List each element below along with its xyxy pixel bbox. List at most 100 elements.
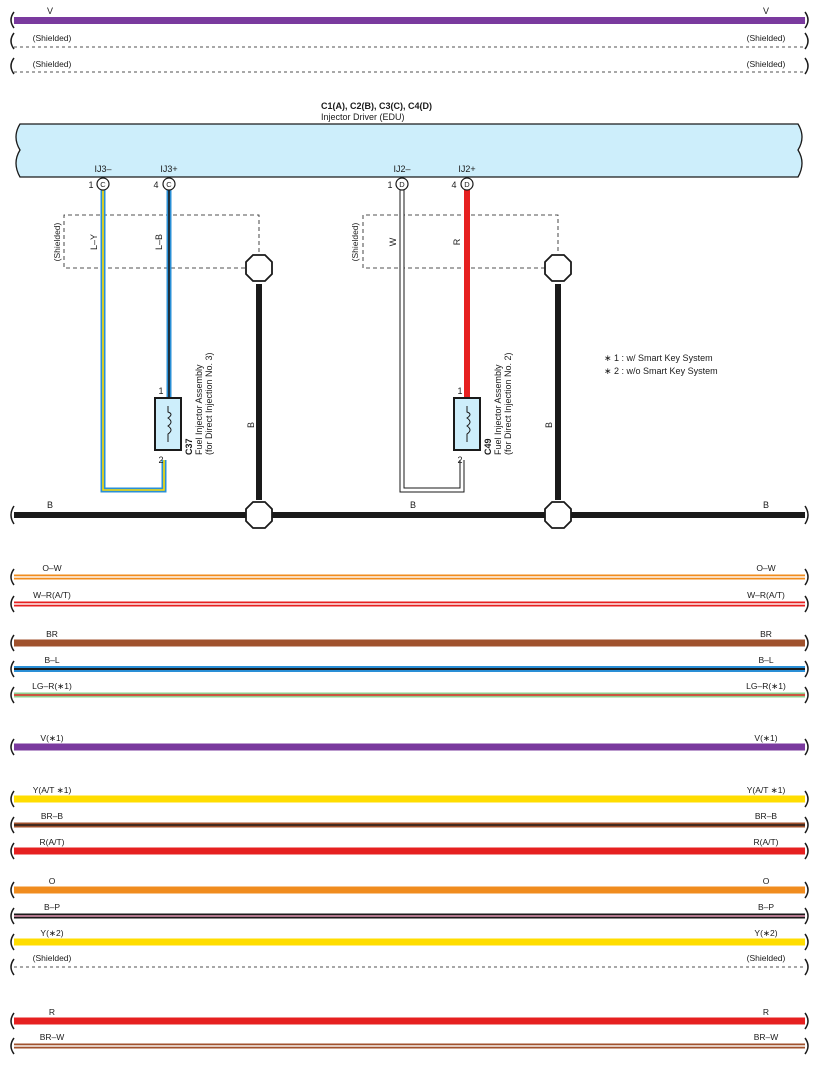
wire-stripe	[14, 576, 805, 578]
break-mark	[804, 568, 809, 586]
wire-label-right: B	[763, 500, 769, 510]
wire-label-right: B–P	[758, 902, 774, 912]
pin-connector-letter: D	[464, 180, 470, 189]
wire-stripe	[14, 603, 805, 605]
break-mark	[804, 881, 809, 899]
break-mark	[804, 933, 809, 951]
break-mark	[10, 907, 15, 925]
assembly-name: Fuel Injector Assembly	[194, 364, 204, 455]
pin-name: IJ3–	[94, 164, 111, 174]
wire-label-right: BR–W	[754, 1032, 779, 1042]
injector-circuit-no3: IJ3– IJ3+ 1 4 (Shielded) L–Y L–B C C 1 2…	[52, 164, 273, 500]
wire-label-left: B–L	[44, 655, 59, 665]
break-mark	[804, 958, 809, 976]
wire-label-right: O	[763, 876, 770, 886]
break-mark	[804, 1012, 809, 1030]
wire-label-right: (Shielded)	[747, 33, 786, 43]
pin-connector-letter: C	[166, 180, 172, 189]
ecu-pin	[460, 177, 474, 191]
ecu-pin	[162, 177, 176, 191]
break-mark	[804, 1037, 809, 1055]
connector-code: C37	[184, 438, 194, 455]
coil-icon	[167, 406, 172, 442]
pin-number: 1	[158, 386, 163, 396]
wire-label-right: (Shielded)	[747, 953, 786, 963]
break-mark	[10, 1012, 15, 1030]
shield-splice-node	[245, 254, 273, 282]
wire-label-right: Y(∗2)	[754, 928, 777, 938]
wire-line	[14, 847, 805, 855]
wire-label: B	[246, 422, 256, 428]
pin-connector-letter: C	[100, 180, 106, 189]
wire-label: L–Y	[89, 234, 99, 250]
break-mark	[804, 11, 809, 29]
break-mark	[10, 57, 15, 75]
break-mark	[10, 842, 15, 860]
wire-label: W	[388, 237, 398, 246]
coil-icon	[466, 406, 471, 442]
ecu-name: Injector Driver (EDU)	[321, 112, 405, 122]
pin-number: 1	[457, 386, 462, 396]
wire-label-left: (Shielded)	[33, 33, 72, 43]
wire-label: R	[452, 238, 462, 245]
break-mark	[804, 505, 809, 525]
bottom-wire: Y(∗2)Y(∗2)	[10, 928, 809, 951]
wire-label-left: O–W	[42, 563, 61, 573]
wire-label-left: (Shielded)	[33, 59, 72, 69]
break-mark	[804, 790, 809, 808]
pin-number: 2	[158, 455, 163, 465]
ecu-injector-driver: C1(A), C2(B), C3(C), C4(D) Injector Driv…	[15, 101, 803, 178]
break-mark	[10, 738, 15, 756]
top-wire-shield-2: (Shielded) (Shielded)	[10, 57, 809, 75]
break-mark	[804, 32, 809, 50]
break-mark	[804, 660, 809, 678]
wire-label-right: V	[763, 6, 769, 16]
ecu-pin	[395, 177, 409, 191]
assembly-name: (for Direct Injection No. 2)	[503, 352, 513, 455]
bottom-wire: V(∗1)V(∗1)	[10, 733, 809, 756]
break-mark	[10, 790, 15, 808]
break-mark	[10, 958, 15, 976]
pin-number: 2	[457, 455, 462, 465]
ecu-pin	[96, 177, 110, 191]
top-wires: V V (Shielded) (Shielded) (Shielded) (Sh…	[10, 6, 809, 75]
wire-label-right: B–L	[758, 655, 773, 665]
wire-line	[14, 743, 805, 751]
wire-line	[14, 1017, 805, 1025]
injector-body	[154, 397, 182, 451]
wire-label-left: V	[47, 6, 53, 16]
break-mark	[10, 568, 15, 586]
break-mark	[804, 816, 809, 834]
wire-label-right: W–R(A/T)	[747, 590, 785, 600]
wire-line	[14, 17, 805, 24]
break-mark	[10, 634, 15, 652]
pin-name: IJ2+	[458, 164, 475, 174]
wire-label-right: (Shielded)	[747, 59, 786, 69]
wire-label-left: O	[49, 876, 56, 886]
wire-label: L–B	[154, 234, 164, 250]
splice-node	[245, 501, 273, 529]
top-wire-v: V V	[10, 6, 809, 29]
wire-stripe	[14, 668, 805, 670]
break-mark	[804, 57, 809, 75]
pin-connector-letter: D	[399, 180, 405, 189]
break-mark	[10, 686, 15, 704]
shield-label: (Shielded)	[52, 222, 62, 261]
break-mark	[804, 907, 809, 925]
note: ∗ 1 : w/ Smart Key System	[604, 353, 713, 363]
break-mark	[10, 660, 15, 678]
wire-label-left: V(∗1)	[40, 733, 63, 743]
wire-stripe	[14, 1045, 805, 1047]
top-wire-shield-1: (Shielded) (Shielded)	[10, 32, 809, 50]
wire-label-right: Y(A/T ∗1)	[747, 785, 786, 795]
shield-label: (Shielded)	[350, 222, 360, 261]
wire-label-left: B	[47, 500, 53, 510]
wire-label-right: BR–B	[755, 811, 778, 821]
splice-node	[544, 501, 572, 529]
break-mark	[804, 842, 809, 860]
